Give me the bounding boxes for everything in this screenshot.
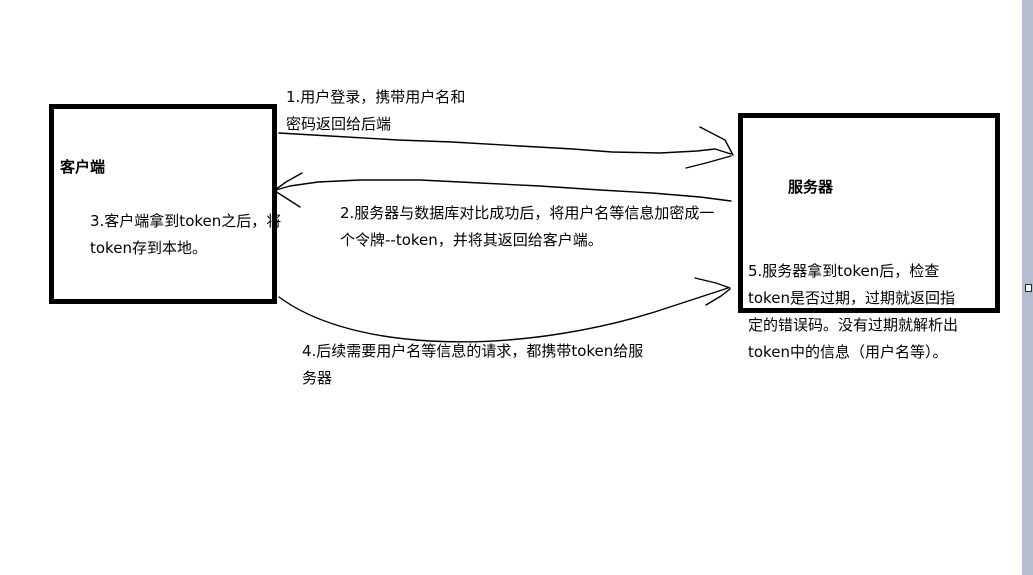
client-node-body-text: 3.客户端拿到token之后，将token存到本地。 <box>90 212 282 257</box>
client-node-box <box>49 104 277 304</box>
server-node-title: 服务器 <box>788 178 834 196</box>
server-node-box <box>738 113 1000 313</box>
client-node-title: 客户端 <box>60 158 106 176</box>
step-4-label: 4.后续需要用户名等信息的请求，都携带token给服务器 <box>302 342 644 387</box>
scrollbar-track[interactable] <box>1019 0 1033 575</box>
arrow-4-client-to-server <box>278 277 731 343</box>
server-node-body-text: 5.服务器拿到token后，检查token是否过期，过期就返回指定的错误码。没有… <box>748 262 959 361</box>
scrollbar-marker[interactable] <box>1025 284 1032 292</box>
step-2-label: 2.服务器与数据库对比成功后，将用户名等信息加密成一个令牌--token，并将其… <box>340 204 715 249</box>
scrollbar-track-inner-edge <box>1019 0 1022 575</box>
step-1-label: 1.用户登录，携带用户名和密码返回给后端 <box>286 88 466 133</box>
